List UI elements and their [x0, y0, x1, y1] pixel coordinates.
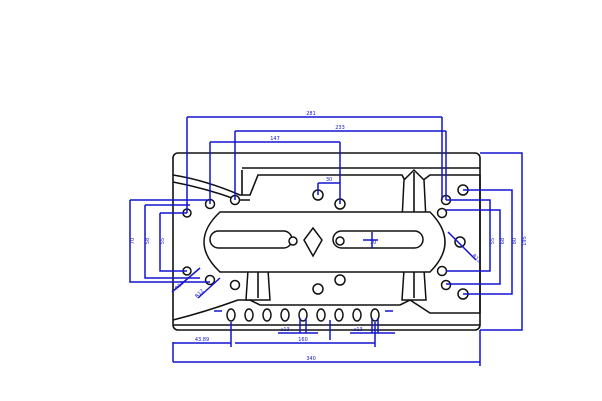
dim-bottom-span: 160 [298, 337, 308, 343]
dim-bottom-offset: 43.89 [195, 337, 209, 343]
dim-bottom-hole-b: ⌀13 [353, 327, 362, 333]
dim-left-1: 70 [130, 238, 136, 244]
center-diamond [303, 226, 323, 258]
dim-bottom-overall: 340 [306, 356, 316, 362]
dim-top-overall: 281 [306, 111, 316, 117]
dim-top-mid: 233 [335, 125, 345, 131]
dim-center-right: 10 [370, 240, 376, 246]
dim-left-2: 58 [145, 238, 151, 244]
dim-diag-right: R12 [471, 253, 482, 264]
dim-right-4: 195 [522, 236, 528, 246]
dim-right-3: 80 [512, 238, 518, 244]
dim-diag-left-1: R12 [174, 280, 185, 291]
dim-right-2: 68 [500, 238, 506, 244]
part-outline [172, 152, 481, 331]
dimension-labels: 281 233 147 30 340 160 43.89 ⌀13 ⌀13 70 … [130, 111, 528, 362]
dim-left-3: 55 [160, 238, 166, 244]
dim-bottom-hole-a: ⌀13 [280, 327, 289, 333]
dim-top-short: 147 [270, 136, 280, 142]
dimension-lines [129, 116, 523, 366]
dim-diag-left-2: R12 [194, 288, 205, 299]
left-slot [209, 230, 293, 249]
dim-right-1: 55 [490, 238, 496, 244]
center-plate [203, 211, 446, 273]
holes [182, 184, 469, 322]
dim-top-small: 30 [326, 177, 332, 183]
